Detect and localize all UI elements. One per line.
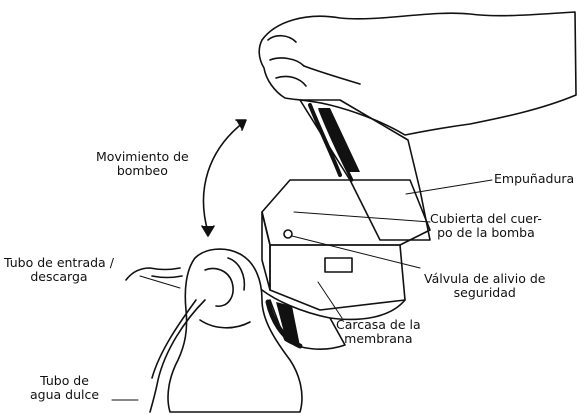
label-empunadura-text: Empuñadura: [494, 172, 574, 186]
label-carcasa-line1: Carcasa de la: [336, 318, 421, 332]
label-cubierta: Cubierta del cuer- po de la bomba: [430, 212, 542, 240]
label-valvula-line2: seguridad: [424, 286, 545, 300]
label-carcasa: Carcasa de la membrana: [336, 318, 421, 346]
label-movimiento-line2: bombeo: [96, 164, 189, 178]
label-movimiento: Movimiento de bombeo: [96, 150, 189, 178]
label-empunadura: Empuñadura: [494, 172, 574, 186]
label-movimiento-line1: Movimiento de: [96, 150, 189, 164]
freshwater-tube: [150, 300, 205, 412]
label-tubo-agua-line2: agua dulce: [30, 388, 99, 402]
label-tubo-entrada-line2: descarga: [4, 270, 114, 284]
label-valvula-line1: Válvula de alivio de: [424, 272, 545, 286]
inlet-tube: [126, 268, 180, 280]
label-carcasa-line2: membrana: [336, 332, 421, 346]
label-tubo-entrada-line1: Tubo de entrada /: [4, 256, 114, 270]
upper-hand: [259, 12, 576, 135]
label-cubierta-line1: Cubierta del cuer-: [430, 212, 542, 226]
label-tubo-agua-line1: Tubo de: [30, 374, 99, 388]
label-tubo-agua: Tubo de agua dulce: [30, 374, 99, 402]
label-valvula: Válvula de alivio de seguridad: [424, 272, 545, 300]
motion-arrow: [204, 122, 245, 232]
pump-body: [262, 180, 430, 245]
handle: [300, 100, 430, 240]
label-cubierta-line2: po de la bomba: [430, 226, 542, 240]
label-tubo-entrada: Tubo de entrada / descarga: [4, 256, 114, 284]
relief-valve: [284, 230, 292, 238]
